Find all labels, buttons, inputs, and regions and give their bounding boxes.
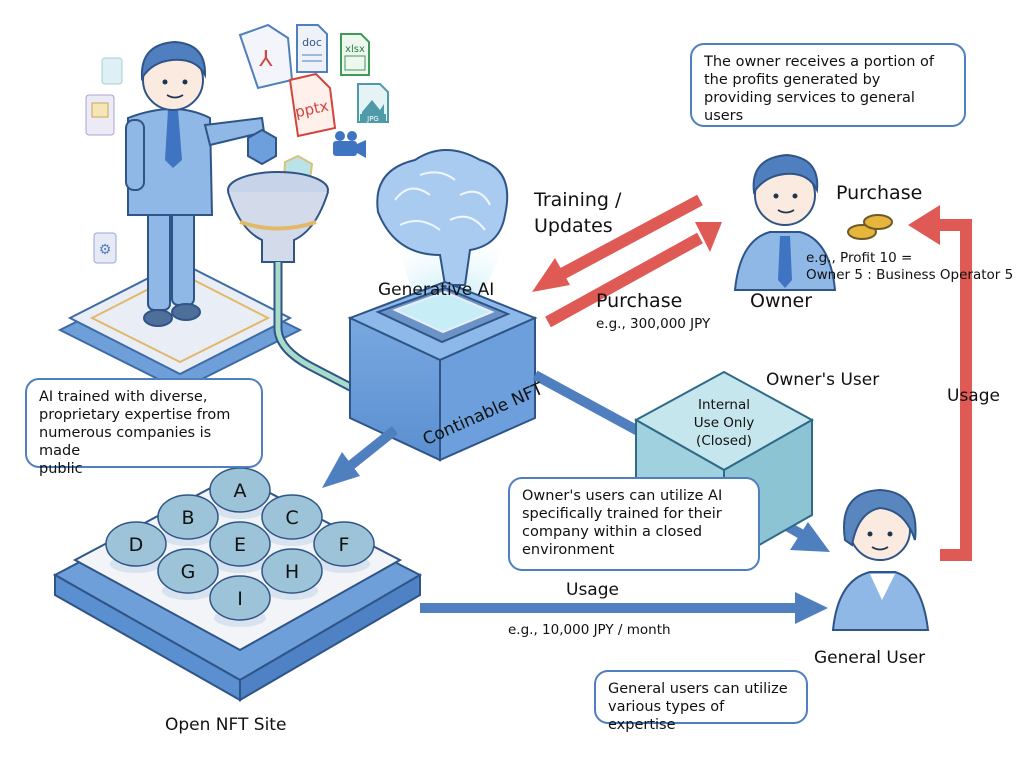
label-line: Updates — [534, 215, 613, 237]
purchase-example-left: e.g., 300,000 JPY — [596, 316, 711, 332]
brain-grid: A B C D E F G H I — [105, 467, 375, 627]
bubble-line: AI trained with diverse, — [39, 389, 208, 405]
funnel-icon — [227, 171, 363, 396]
brain-H: H — [261, 548, 323, 600]
owner-label: Owner — [750, 290, 813, 312]
usage-label-bottom: Usage — [566, 580, 619, 600]
owner-person-icon — [733, 153, 837, 291]
xlsx-file-icon: xlsx — [340, 33, 370, 76]
bubble-line: various types of expertise — [608, 699, 725, 733]
label-line: (Closed) — [696, 433, 752, 449]
general-users-bubble: General users can utilize various types … — [594, 670, 808, 733]
pdf-file-icon: ⅄ — [238, 23, 294, 90]
file-icons: ⅄ doc xlsx pptx JPG — [238, 23, 389, 158]
brain-label: C — [285, 507, 298, 529]
label-line: Use Only — [693, 415, 755, 431]
svg-text:⚙: ⚙ — [99, 242, 112, 258]
svg-text:JPG: JPG — [366, 115, 379, 123]
brain-B: B — [157, 494, 219, 546]
bubble-line: proprietary expertise from — [39, 407, 231, 423]
brain-D: D — [105, 521, 167, 573]
owner-users-bubble: Owner's users can utilize AI specificall… — [508, 477, 760, 571]
usage-example-label: e.g., 10,000 JPY / month — [508, 622, 671, 638]
purchase-label-left: Purchase — [596, 290, 683, 312]
label-line: Internal — [697, 397, 751, 413]
usage-arrow-head — [795, 592, 828, 624]
side-app-icons: ⚙ — [85, 57, 123, 264]
red-arrows — [532, 194, 972, 561]
bubble-line: the profits generated by — [704, 72, 881, 88]
arrow-to-general-user-closed — [790, 522, 830, 552]
label-line: Owner 5 : Business Operator 5 — [806, 267, 1014, 283]
brain-label: B — [181, 507, 194, 529]
bubble-line: numerous companies is made — [39, 425, 212, 459]
arrow-to-open-site — [322, 452, 360, 488]
label-line: Training / — [534, 189, 622, 211]
training-updates-label: Training / Updates — [534, 187, 621, 239]
brain-A: A — [209, 467, 271, 519]
brain-G: G — [157, 548, 219, 600]
usage-label-right: Usage — [947, 386, 1000, 406]
brain-E: E — [209, 521, 271, 573]
bubble-line: specifically trained for their — [522, 506, 722, 522]
brain-label: A — [234, 480, 247, 502]
doc-file-icon: doc — [296, 24, 328, 73]
continable-nft-cube — [347, 280, 538, 462]
brain-label: E — [234, 534, 246, 556]
internal-use-label: Internal Use Only (Closed) — [676, 396, 772, 450]
generative-ai-brain — [376, 149, 520, 300]
svg-text:⅄: ⅄ — [259, 47, 273, 72]
brain-C: C — [261, 494, 323, 546]
open-ai-bubble: AI trained with diverse, proprietary exp… — [25, 378, 263, 477]
bubble-line: environment — [522, 542, 615, 558]
jpg-file-icon: JPG — [357, 83, 389, 123]
brain-label: G — [181, 561, 196, 583]
brain-I: I — [209, 575, 271, 627]
brain-label: I — [237, 588, 243, 610]
bubble-line: General users can utilize — [608, 681, 788, 697]
brain-label: H — [285, 561, 299, 583]
bubble-line: providing services to general — [704, 90, 915, 106]
svg-text:xlsx: xlsx — [345, 44, 365, 55]
general-user-label: General User — [814, 648, 926, 668]
owners-user-label: Owner's User — [766, 370, 880, 390]
coins-icon — [847, 214, 893, 240]
video-camera-icon — [333, 131, 366, 158]
bubble-line: Owner's users can utilize AI — [522, 488, 723, 504]
pptx-file-icon: pptx — [288, 72, 337, 138]
bubble-line: The owner receives a portion of — [704, 54, 935, 70]
generative-ai-label: Generative AI — [378, 280, 495, 300]
profit-example-label: e.g., Profit 10 = Owner 5 : Business Ope… — [806, 250, 1013, 284]
general-user-icon — [831, 488, 930, 631]
brain-F: F — [313, 521, 375, 573]
bubble-line: company within a closed — [522, 524, 703, 540]
person-platform — [57, 260, 303, 392]
open-nft-site-label: Open NFT Site — [165, 715, 287, 735]
brain-label: F — [339, 534, 350, 556]
bubble-line: public — [39, 461, 83, 477]
owner-profit-bubble: The owner receives a portion of the prof… — [690, 43, 966, 127]
label-line: e.g., Profit 10 = — [806, 250, 913, 266]
purchase-label-right: Purchase — [836, 182, 923, 204]
svg-text:doc: doc — [302, 36, 322, 49]
bubble-line: users — [704, 108, 744, 124]
brain-label: D — [129, 534, 144, 556]
